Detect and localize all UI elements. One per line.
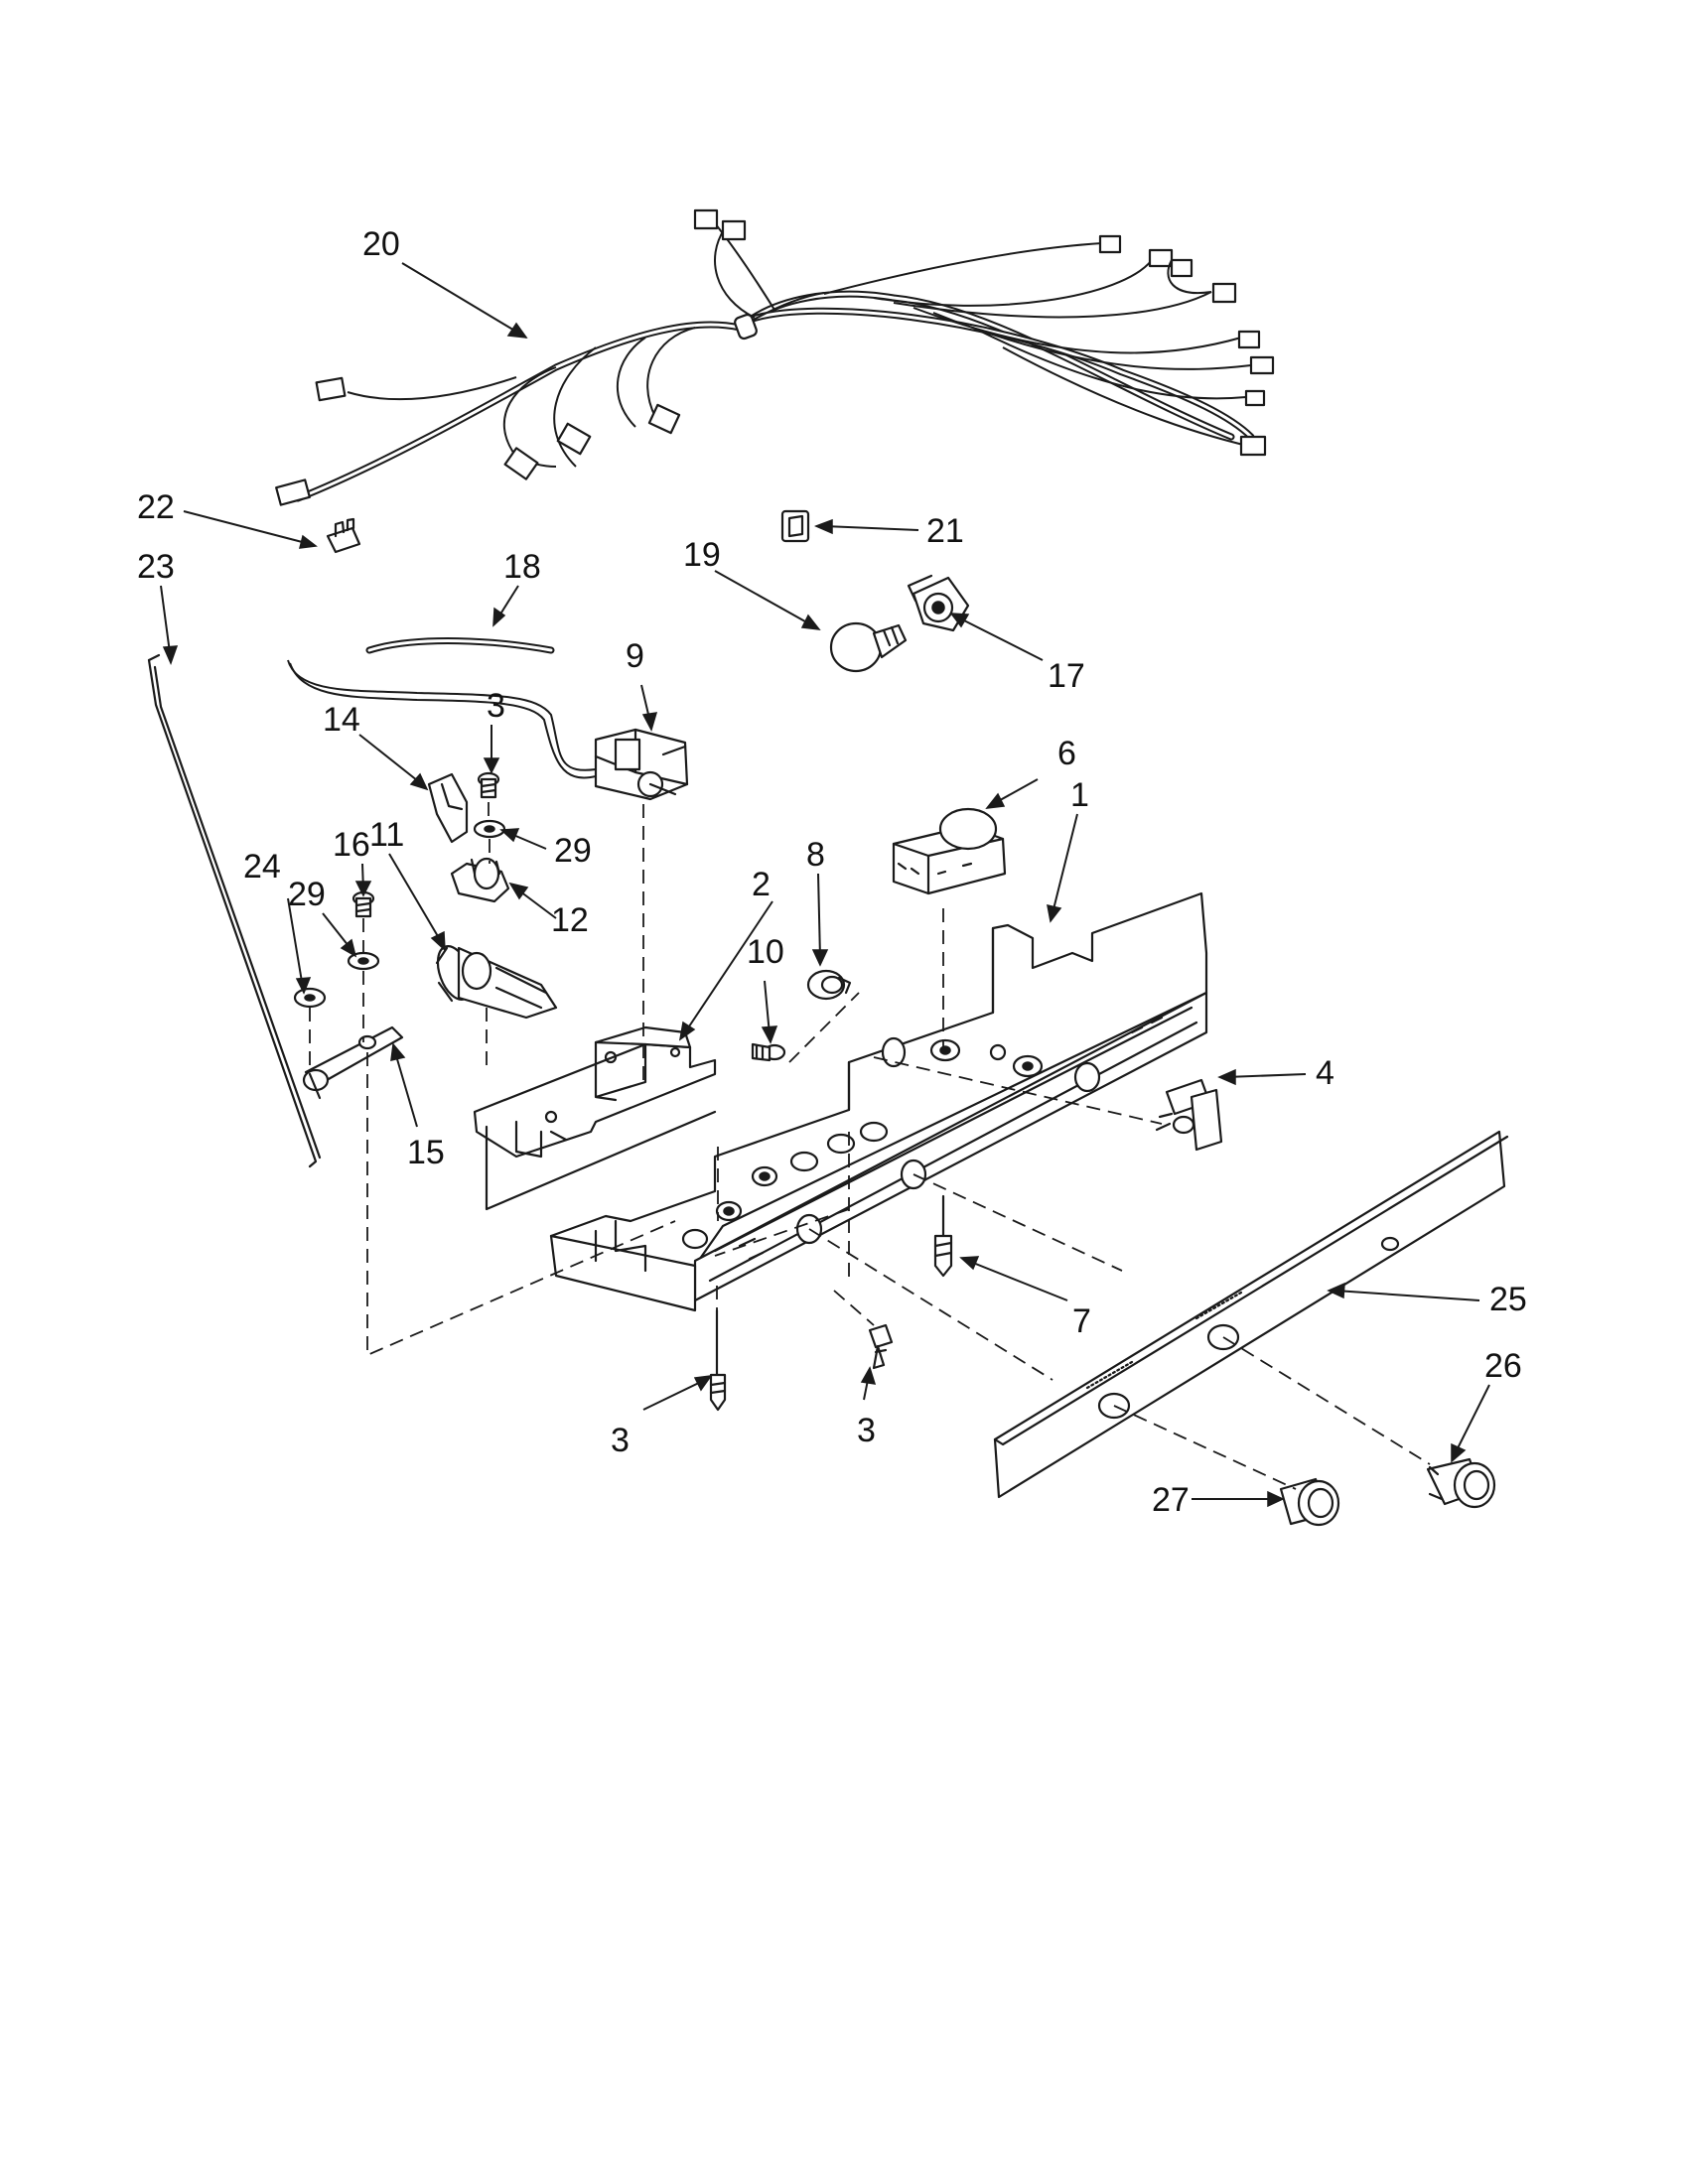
callout-3-lower-left: 3 xyxy=(611,1422,630,1459)
callout-29-upper: 29 xyxy=(554,832,592,870)
control-housing xyxy=(549,891,1208,1312)
bracket xyxy=(427,772,469,844)
callout-14: 14 xyxy=(323,701,360,739)
wiring-harness xyxy=(275,208,1275,506)
callout-21: 21 xyxy=(926,512,964,550)
lamp-socket xyxy=(907,574,970,632)
lever xyxy=(302,1025,404,1100)
callout-18: 18 xyxy=(503,548,541,586)
knob-left xyxy=(1279,1477,1340,1527)
callout-22: 22 xyxy=(137,488,175,526)
callout-16: 16 xyxy=(333,826,370,864)
screw-upper xyxy=(477,771,500,799)
callout-11: 11 xyxy=(369,816,404,854)
light-bulb xyxy=(829,621,908,673)
wire-clip xyxy=(326,517,361,554)
callout-3-upper: 3 xyxy=(487,687,505,725)
control-shaft xyxy=(435,945,558,1020)
screw-7 xyxy=(933,1194,953,1278)
mounting-bracket xyxy=(473,1025,717,1211)
callout-29-left: 29 xyxy=(288,876,326,913)
thermostat xyxy=(287,659,689,801)
front-panel xyxy=(993,1130,1509,1499)
callout-24: 24 xyxy=(243,848,281,886)
clamp xyxy=(450,857,510,903)
callout-15: 15 xyxy=(407,1134,445,1171)
callout-8: 8 xyxy=(806,836,825,874)
callout-2: 2 xyxy=(752,866,771,903)
washer-upper xyxy=(473,819,506,839)
callout-1: 1 xyxy=(1070,776,1089,814)
screw-mid xyxy=(751,1042,786,1062)
washer xyxy=(293,987,327,1009)
switch xyxy=(1155,1078,1223,1152)
knob-right xyxy=(1426,1457,1496,1509)
callout-7: 7 xyxy=(1072,1302,1091,1340)
screw-bottom-right xyxy=(868,1323,894,1370)
rod xyxy=(147,653,322,1168)
callout-12: 12 xyxy=(551,901,589,939)
callout-26: 26 xyxy=(1484,1347,1522,1385)
screw-left xyxy=(351,890,375,918)
tube xyxy=(365,637,555,654)
callout-23: 23 xyxy=(137,548,175,586)
callout-9: 9 xyxy=(626,637,644,675)
screw-bottom-left xyxy=(709,1308,727,1412)
callout-20: 20 xyxy=(362,225,400,263)
callout-6: 6 xyxy=(1057,735,1076,772)
lamp-clip xyxy=(780,509,810,543)
callout-labels: 20 22 23 18 21 19 17 9 14 3 29 6 1 16 11… xyxy=(137,225,1527,1519)
callout-27: 27 xyxy=(1152,1481,1190,1519)
callout-4: 4 xyxy=(1316,1054,1334,1092)
grommet xyxy=(806,969,852,1001)
assembly-lines xyxy=(309,802,1431,1490)
callout-19: 19 xyxy=(683,536,721,574)
callout-25: 25 xyxy=(1489,1281,1527,1318)
leader-arrows xyxy=(160,262,1490,1508)
callout-17: 17 xyxy=(1048,657,1085,695)
callout-10: 10 xyxy=(747,933,784,971)
defrost-timer xyxy=(892,807,1007,895)
callout-3-lower-right: 3 xyxy=(857,1412,876,1449)
